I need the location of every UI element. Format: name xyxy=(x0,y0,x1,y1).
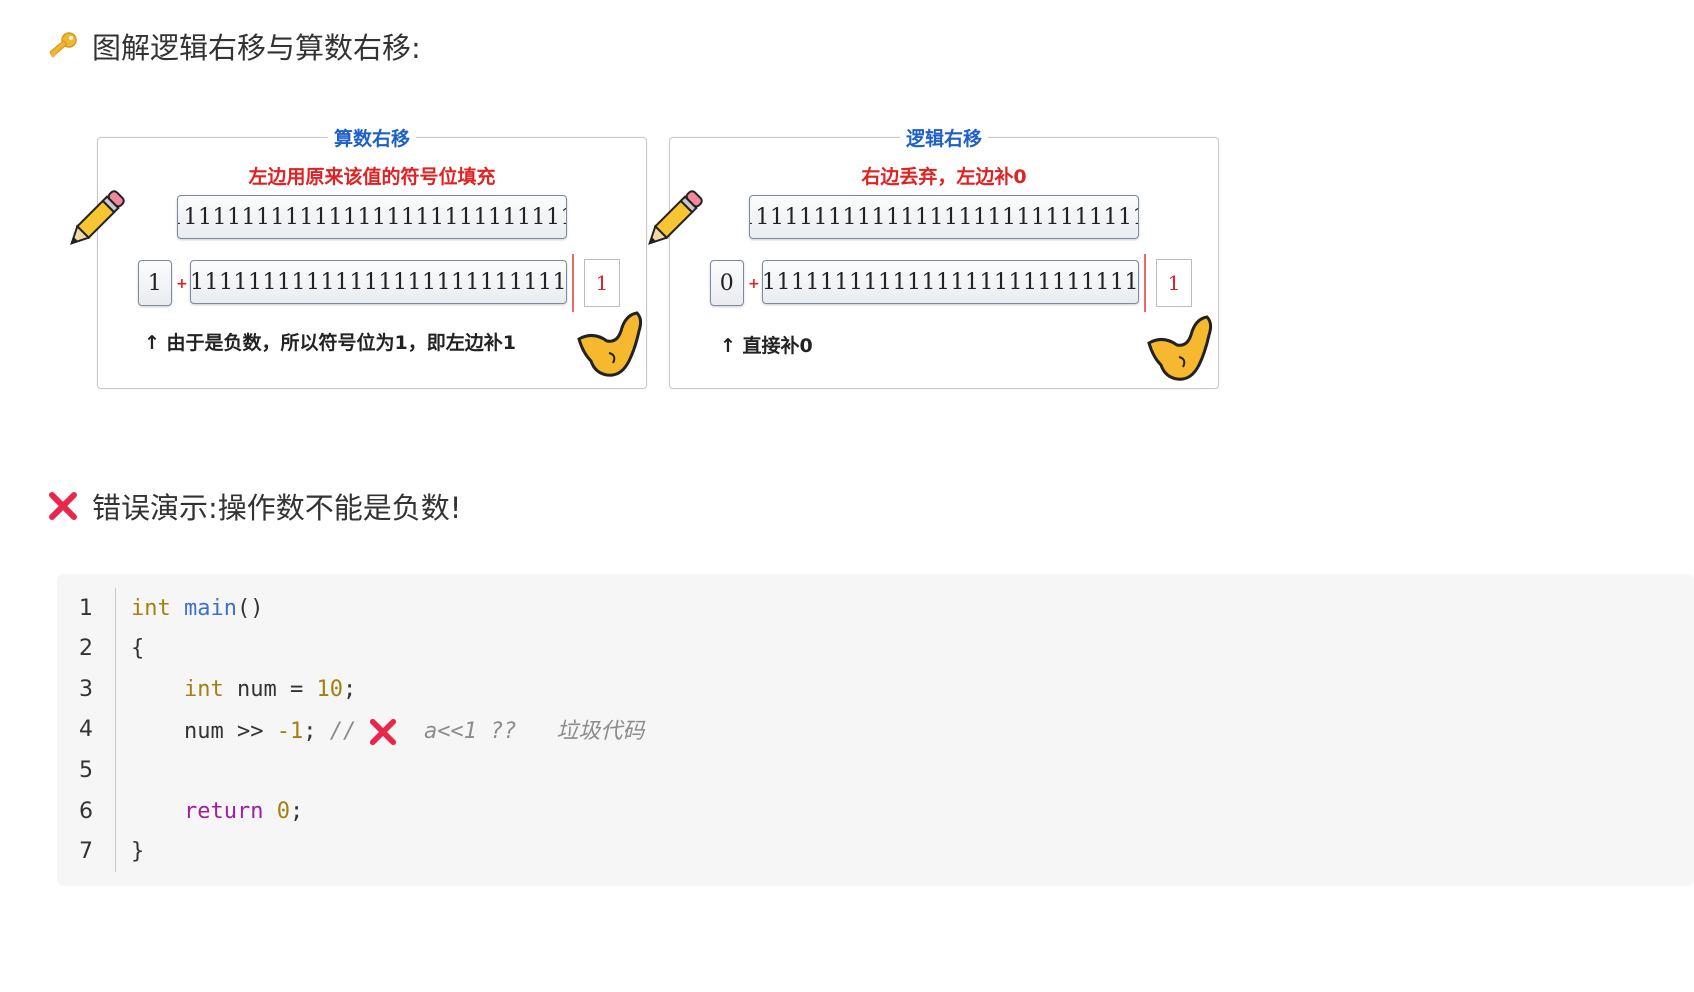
code-block[interactable] xyxy=(57,574,1694,886)
code-line: 5 xyxy=(0,750,1600,790)
kicking-foot-icon xyxy=(1147,315,1213,381)
fill-bit-box: 0 xyxy=(710,260,744,306)
diagram-heading: 图解逻辑右移与算数右移: xyxy=(46,25,421,67)
kicking-foot-icon xyxy=(577,311,643,377)
code-line: 4 num >> -1; // a<<1 ?? 垃圾代码 xyxy=(0,710,1600,750)
line-number: 6 xyxy=(79,798,93,824)
plus-marker: + xyxy=(748,276,760,292)
line-number: 4 xyxy=(79,717,93,743)
line-number: 7 xyxy=(79,839,93,865)
code-text: int main() xyxy=(131,595,264,621)
logical-shift-panel: 逻辑右移 右边丢弃，左边补0 1111111111111111111111111… xyxy=(669,128,1219,389)
shifted-bits-box: 11111111111111111111111111111111 xyxy=(190,260,567,304)
key-icon xyxy=(46,29,80,63)
code-text: return 0; xyxy=(183,798,304,824)
cut-line xyxy=(572,254,574,312)
panel-subtitle: 左边用原来该值的符号位填充 xyxy=(248,166,496,188)
code-text: int num = 10; xyxy=(183,676,357,702)
line-number: 5 xyxy=(79,757,93,783)
panel-note: ↑ 直接补0 xyxy=(720,335,813,357)
error-heading: 错误演示:操作数不能是负数! xyxy=(46,485,461,527)
cross-mark-icon xyxy=(46,489,80,523)
sign-bit-box: 1 xyxy=(138,260,172,306)
cut-line xyxy=(1144,254,1146,312)
code-text: num >> -1; // a<<1 ?? 垃圾代码 xyxy=(131,719,645,746)
code-line: 6 return 0; xyxy=(0,791,1600,831)
pencil-icon xyxy=(648,190,703,245)
code-line: 7} xyxy=(0,832,1600,872)
cross-mark-icon xyxy=(370,719,397,746)
dropped-bit-box: 1 xyxy=(1156,259,1192,307)
panel-title: 逻辑右移 xyxy=(670,124,1218,151)
diagram-heading-text: 图解逻辑右移与算数右移: xyxy=(92,31,421,65)
panel-note: ↑ 由于是负数，所以符号位为1，即左边补1 xyxy=(144,332,516,354)
original-bits-box: 11111111111111111111111111111111 xyxy=(749,195,1139,239)
panel-title: 算数右移 xyxy=(98,124,646,151)
code-line: 2{ xyxy=(0,629,1600,669)
dropped-bit-box: 1 xyxy=(584,259,620,307)
error-heading-text: 错误演示:操作数不能是负数! xyxy=(92,491,462,525)
arithmetic-shift-panel: 算数右移 左边用原来该值的符号位填充 111111111111111111111… xyxy=(97,128,647,389)
panel-subtitle: 右边丢弃，左边补0 xyxy=(861,166,1027,188)
pencil-icon xyxy=(70,190,125,245)
line-number: 1 xyxy=(79,595,93,621)
shifted-bits-box: 11111111111111111111111111111111 xyxy=(762,260,1139,304)
line-number: 3 xyxy=(79,676,93,702)
gutter-divider xyxy=(115,588,116,872)
plus-marker: + xyxy=(176,276,188,292)
line-number: 2 xyxy=(79,636,93,662)
code-line: 3 int num = 10; xyxy=(0,669,1600,709)
code-text: } xyxy=(131,839,145,865)
code-text: { xyxy=(131,636,145,662)
original-bits-box: 11111111111111111111111111111111 xyxy=(177,195,567,239)
code-line: 1 int main() xyxy=(0,588,1600,628)
